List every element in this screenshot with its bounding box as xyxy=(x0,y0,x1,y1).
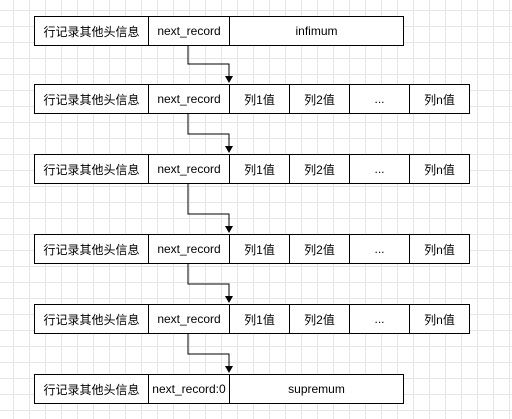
header-info-cell: 行记录其他头信息 xyxy=(43,92,140,107)
next-record-cell: next_record xyxy=(148,17,229,45)
column-2-value-cell: 列2值 xyxy=(289,85,349,113)
arrow-connector-1 xyxy=(187,46,233,83)
arrow-connector-2 xyxy=(187,114,233,153)
column-1-value-cell: 列1值 xyxy=(229,155,289,183)
next-record-cell: next_record:0 xyxy=(148,375,229,403)
arrow-connector-4 xyxy=(187,264,233,303)
column-n-value-cell: 列n值 xyxy=(409,235,469,263)
arrow-connector-5 xyxy=(187,334,233,373)
ellipsis-cell: ... xyxy=(349,155,409,183)
header-info-cell: 行记录其他头信息 xyxy=(43,242,140,257)
header-info-cell: 行记录其他头信息 xyxy=(43,312,140,327)
column-1-value-cell: 列1值 xyxy=(229,235,289,263)
column-1-value-cell: 列1值 xyxy=(229,85,289,113)
next-record-cell: next_record xyxy=(148,155,229,183)
next-record-cell: next_record xyxy=(148,85,229,113)
record-row-1: 行记录其他头信息 next_record 列1值 列2值 ... 列n值 xyxy=(34,84,470,114)
column-n-value-cell: 列n值 xyxy=(409,305,469,333)
next-record-cell: next_record xyxy=(148,235,229,263)
column-n-value-cell: 列n值 xyxy=(409,85,469,113)
column-n-value-cell: 列n值 xyxy=(409,155,469,183)
next-record-cell: next_record xyxy=(148,305,229,333)
column-2-value-cell: 列2值 xyxy=(289,305,349,333)
ellipsis-cell: ... xyxy=(349,85,409,113)
record-row-3: 行记录其他头信息 next_record 列1值 列2值 ... 列n值 xyxy=(34,234,470,264)
ellipsis-cell: ... xyxy=(349,235,409,263)
header-info-cell: 行记录其他头信息 xyxy=(43,162,140,177)
supremum-cell: supremum xyxy=(229,375,403,403)
column-2-value-cell: 列2值 xyxy=(289,155,349,183)
column-1-value-cell: 列1值 xyxy=(229,305,289,333)
record-row-supremum: 行记录其他头信息 next_record:0 supremum xyxy=(34,374,404,404)
ellipsis-cell: ... xyxy=(349,305,409,333)
column-2-value-cell: 列2值 xyxy=(289,235,349,263)
infimum-cell: infimum xyxy=(229,17,403,45)
record-row-4: 行记录其他头信息 next_record 列1值 列2值 ... 列n值 xyxy=(34,304,470,334)
arrow-connector-3 xyxy=(187,184,233,233)
header-info-cell: 行记录其他头信息 xyxy=(43,24,140,39)
record-row-2: 行记录其他头信息 next_record 列1值 列2值 ... 列n值 xyxy=(34,154,470,184)
header-info-cell: 行记录其他头信息 xyxy=(43,382,140,397)
record-row-infimum: 行记录其他头信息 next_record infimum xyxy=(34,16,404,46)
